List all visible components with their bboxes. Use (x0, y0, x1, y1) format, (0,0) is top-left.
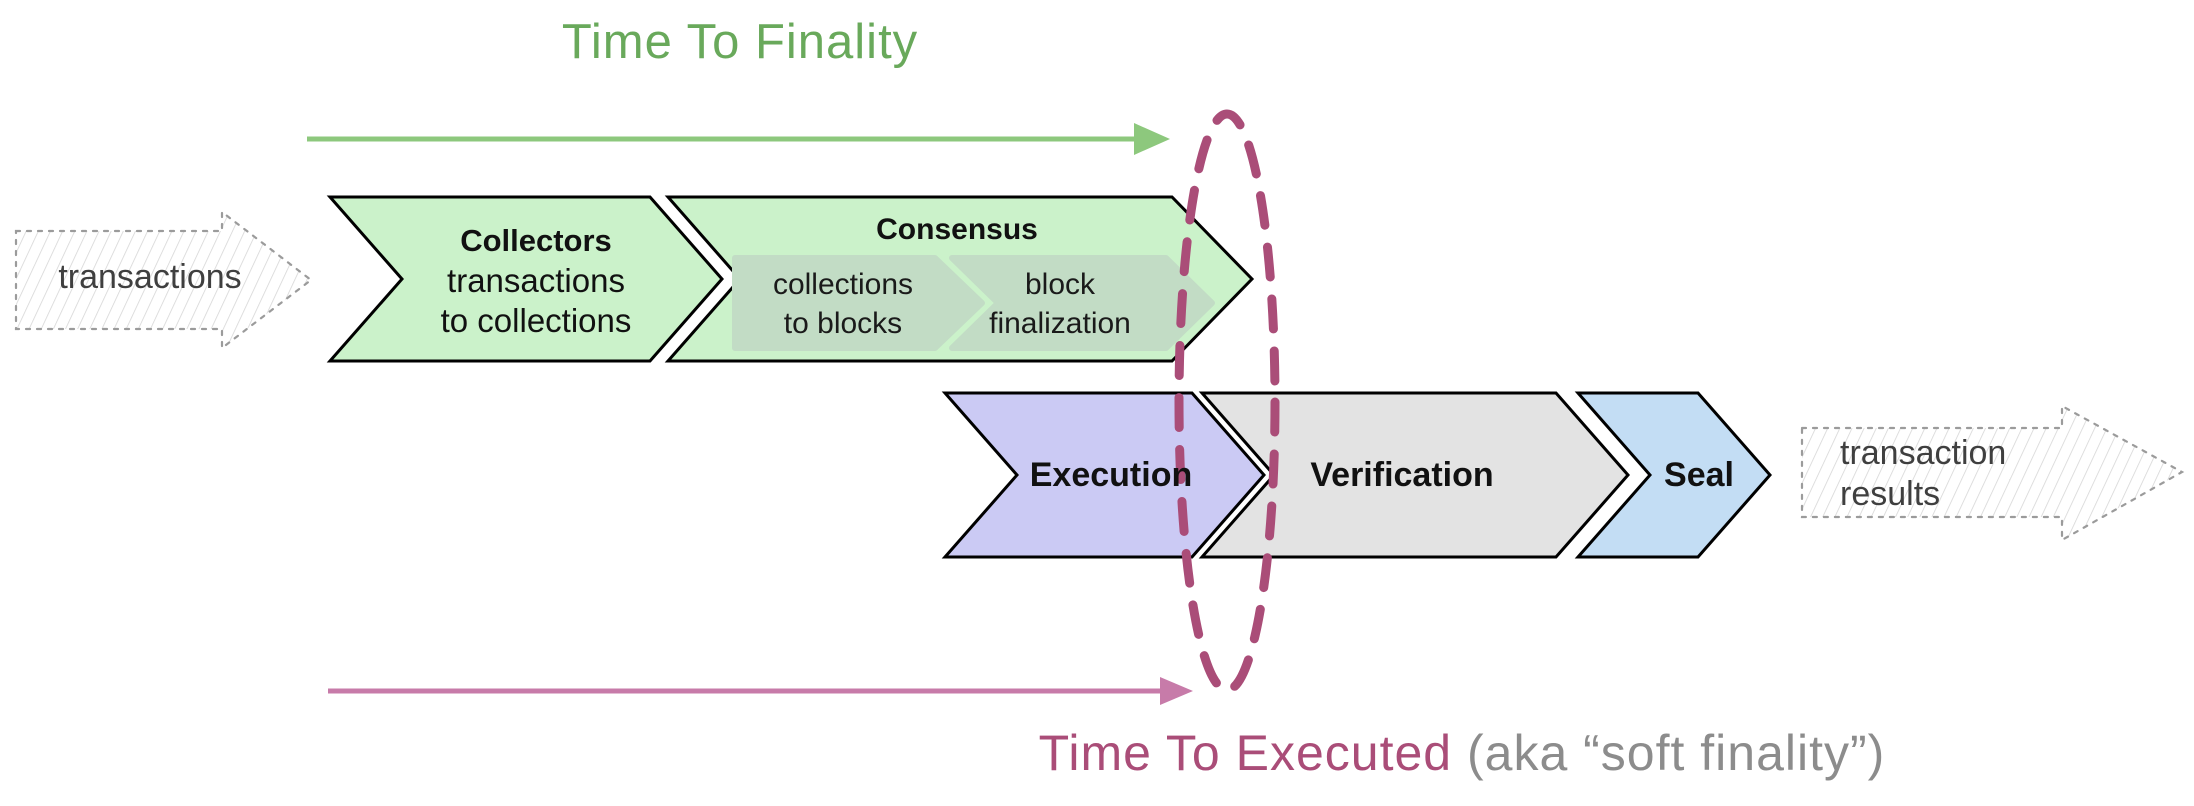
transactions-input-label: transactions (58, 258, 242, 296)
collections-to-blocks-label: collections to blocks (735, 260, 951, 348)
time-to-executed-title: Time To Executed (aka “soft finality”) (900, 724, 2024, 782)
collections-to-blocks-line2: to blocks (783, 307, 903, 340)
verification-label: Verification (1310, 455, 1494, 494)
collectors-line1: transactions (447, 262, 625, 300)
transactions-input-arrow-icon (14, 209, 313, 351)
transaction-results-line2: results (1840, 475, 1941, 514)
time-to-finality-arrowhead-icon (1134, 123, 1170, 155)
collectors-label: Collectors transactions to collections (402, 214, 670, 350)
seal-chevron (1574, 391, 1772, 559)
block-finalization-label: block finalization (950, 260, 1170, 348)
time-to-executed-title-main: Time To Executed (1038, 725, 1453, 781)
collectors-line2: to collections (440, 302, 632, 340)
block-finalization-line1: block (1024, 268, 1096, 301)
collections-to-blocks-line1: collections (772, 268, 914, 301)
soft-finality-suffix: (aka “soft finality”) (1467, 725, 1886, 781)
block-finalization-subchevron (949, 255, 1215, 351)
time-to-finality-title: Time To Finality (561, 15, 919, 69)
seal-label: Seal (1664, 455, 1734, 494)
collectors-title: Collectors (460, 223, 612, 259)
collections-to-blocks-subchevron (732, 255, 985, 351)
transaction-results-label: transaction results (1840, 433, 2080, 516)
consensus-title: Consensus (740, 210, 1174, 250)
block-finalization-line2: finalization (989, 307, 1131, 340)
transaction-results-output-arrow-icon (1800, 404, 2185, 542)
time-to-executed-arrowhead-icon (1160, 677, 1193, 705)
transaction-results-line1: transaction (1840, 434, 2007, 472)
execution-label: Execution (1029, 455, 1193, 494)
soft-finality-ellipse (1174, 109, 1280, 695)
consensus-title-text: Consensus (876, 213, 1038, 247)
collectors-chevron (326, 195, 724, 363)
